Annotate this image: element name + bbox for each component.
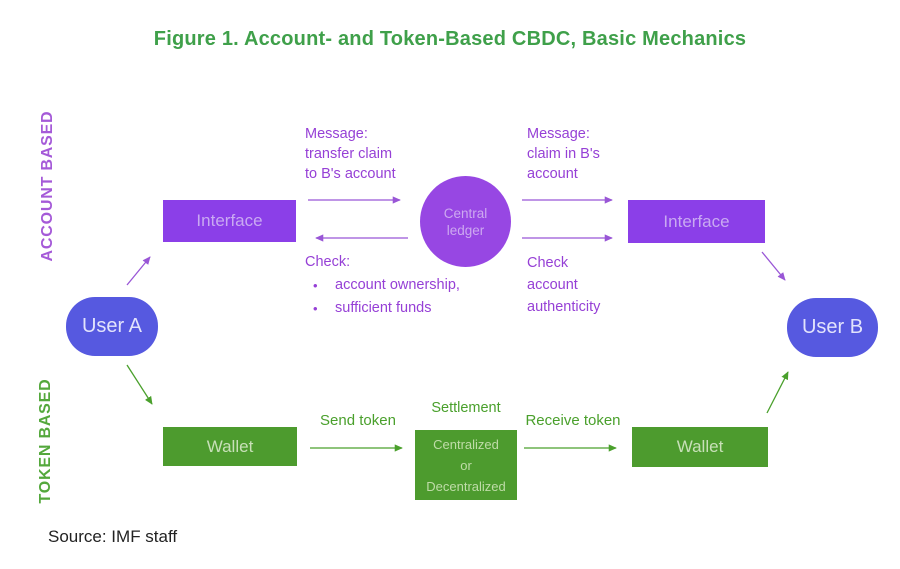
check-left-heading: Check: [305, 254, 351, 270]
check-left-bullet-row-2: • sufficient funds [305, 297, 460, 320]
annotation-send-token: Send token [320, 412, 396, 429]
bullet-icon: • [313, 278, 318, 293]
settlement-label: Settlement [431, 400, 501, 416]
section-label-account-based: ACCOUNT BASED [39, 110, 56, 262]
annotation-receive-token: Receive token [525, 412, 621, 429]
figure-source: Source: IMF staff [48, 527, 178, 546]
arrow-user-a-to-wallet [126, 364, 153, 405]
message-transfer-line-2: transfer claim [305, 146, 393, 162]
annotation-message-claim: Message: claim in B's account [527, 124, 600, 184]
message-claim-line-3: account [527, 166, 578, 182]
annotation-message-transfer: Message: transfer claim to B's account [305, 124, 396, 184]
node-wallet-right: Wallet [632, 427, 768, 467]
check-right-line-2: account [527, 277, 578, 293]
arrow-wallet-to-user-b [766, 371, 789, 414]
message-claim-line-2: claim in B's [527, 146, 600, 162]
check-left-bullet-2: sufficient funds [335, 300, 432, 316]
node-interface-left: Interface [163, 200, 296, 242]
check-right-line-1: Check [527, 255, 569, 271]
check-left-bullet-row-1: • account ownership, [305, 274, 460, 297]
node-wallet-left: Wallet [163, 427, 297, 466]
arrow-interface-to-user-b [761, 251, 786, 281]
node-user-b: User B [787, 298, 878, 357]
bullet-icon: • [313, 301, 318, 316]
node-central-ledger: Central ledger [420, 176, 511, 267]
annotation-check-right: Check account authenticity [527, 252, 600, 318]
check-left-bullet-1: account ownership, [335, 277, 460, 293]
message-claim-line-1: Message: [527, 126, 590, 142]
settlement-line-2: or [460, 457, 472, 473]
section-label-token-based: TOKEN BASED [37, 378, 54, 504]
settlement-line-3: Decentralized [426, 478, 506, 494]
node-settlement: Centralized or Decentralized [415, 430, 517, 500]
check-right-line-3: authenticity [527, 299, 601, 315]
node-interface-right: Interface [628, 200, 765, 243]
figure-title: Figure 1. Account- and Token-Based CBDC,… [153, 28, 747, 50]
central-ledger-label: Central ledger [443, 205, 488, 238]
settlement-line-1: Centralized [433, 436, 499, 452]
message-transfer-line-3: to B's account [305, 166, 396, 182]
arrow-user-a-to-interface [126, 256, 151, 286]
node-user-a: User A [66, 297, 158, 356]
message-transfer-line-1: Message: [305, 126, 368, 142]
annotation-check-left: Check: • account ownership, • sufficient… [305, 251, 460, 320]
